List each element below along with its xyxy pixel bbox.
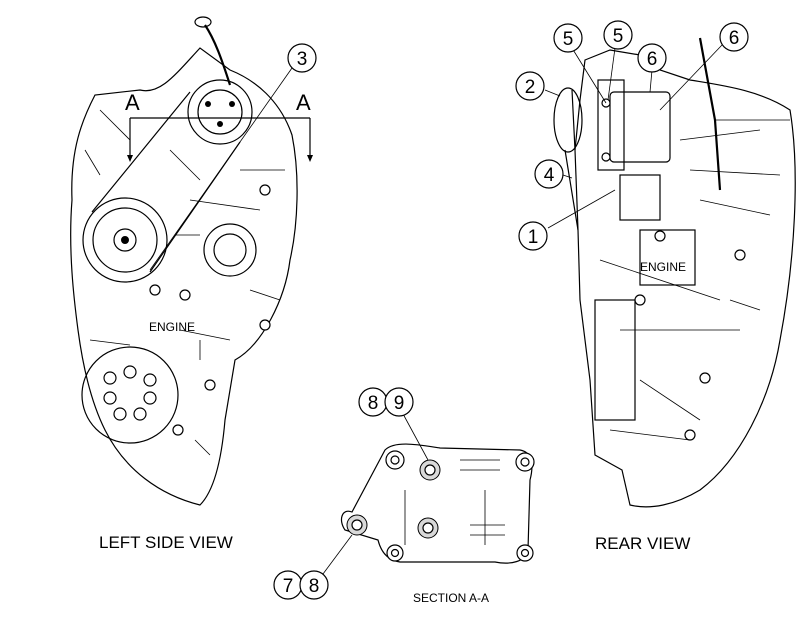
engine-label-rear: ENGINE xyxy=(640,260,686,274)
left-side-view-title: LEFT SIDE VIEW xyxy=(99,533,233,552)
left-detail-lines xyxy=(84,109,285,456)
rear-engine-outline xyxy=(574,49,796,508)
svg-text:6: 6 xyxy=(647,49,658,70)
rear-dipstick xyxy=(698,37,722,191)
rear-detail-lines xyxy=(599,119,790,441)
left-side-view: A A ENGINE LEFT SIDE VIEW xyxy=(70,16,313,552)
flywheel-housing xyxy=(81,346,179,444)
rear-block-c xyxy=(594,299,636,421)
svg-text:1: 1 xyxy=(528,227,539,248)
alternator-bolt-c xyxy=(217,121,223,127)
left-misc-bolts xyxy=(149,184,271,436)
engine-label-left: ENGINE xyxy=(149,320,195,334)
callout-5b: 5 xyxy=(603,20,633,50)
svg-text:3: 3 xyxy=(297,49,308,70)
svg-text:7: 7 xyxy=(283,576,294,597)
rear-belt xyxy=(564,89,579,231)
rear-block-a xyxy=(619,174,661,221)
svg-text:4: 4 xyxy=(544,165,555,186)
svg-text:8: 8 xyxy=(368,393,379,414)
drive-belt xyxy=(91,91,241,273)
leader-5a xyxy=(571,47,607,104)
flywheel-bolts xyxy=(103,365,157,421)
alternator-bolt-a xyxy=(205,101,211,107)
callout-9: 9 xyxy=(384,387,414,417)
leader-1 xyxy=(547,189,616,229)
leader-8-lower xyxy=(319,534,353,579)
left-engine-outline xyxy=(70,47,298,506)
leader-6b xyxy=(659,44,723,111)
callout-6a: 6 xyxy=(637,43,667,73)
bracket-holes xyxy=(346,450,535,562)
rear-block-b xyxy=(639,229,696,286)
crank-pulley-center xyxy=(121,236,129,244)
bracket-slots xyxy=(404,459,505,545)
rear-view-title: REAR VIEW xyxy=(595,534,690,553)
svg-text:2: 2 xyxy=(525,77,536,98)
rear-pulley xyxy=(553,87,583,153)
svg-text:5: 5 xyxy=(563,29,574,50)
section-mark-right: A xyxy=(296,90,311,115)
leader-5b xyxy=(607,47,616,101)
dipstick-tube xyxy=(204,24,232,86)
callout-5a: 5 xyxy=(553,23,583,53)
leader-6a xyxy=(649,69,653,93)
callout-3: 3 xyxy=(287,43,317,73)
rear-bolts xyxy=(601,98,746,441)
bracket-plate xyxy=(340,443,533,564)
callout-2: 2 xyxy=(515,71,545,101)
water-pump-inner xyxy=(213,233,247,267)
callout-4: 4 xyxy=(534,159,564,189)
callout-1: 1 xyxy=(518,221,548,251)
section-arrow-left-head xyxy=(127,155,133,162)
callout-8-upper: 8 xyxy=(358,387,388,417)
section-a-a: SECTION A-A xyxy=(319,411,535,605)
alternator-bolt-b xyxy=(229,101,235,107)
section-arrow-right-head xyxy=(307,155,313,162)
svg-text:8: 8 xyxy=(309,576,320,597)
section-a-a-title: SECTION A-A xyxy=(413,591,489,605)
callout-8-lower: 8 xyxy=(299,570,329,600)
svg-text:6: 6 xyxy=(729,28,740,49)
section-mark-left: A xyxy=(125,90,140,115)
leader-2 xyxy=(544,89,561,97)
alternator-left xyxy=(187,79,253,145)
crank-pulley-hub xyxy=(113,228,137,252)
leader-4 xyxy=(562,174,573,179)
callout-6b: 6 xyxy=(719,22,749,52)
crank-pulley-ring xyxy=(92,207,158,273)
svg-text:9: 9 xyxy=(394,393,405,414)
leader-9 xyxy=(401,411,429,461)
dipstick-handle xyxy=(194,16,212,28)
leader-3 xyxy=(149,67,293,271)
water-pump xyxy=(203,223,257,277)
crank-pulley xyxy=(82,197,168,283)
alternator-inner xyxy=(197,89,243,135)
compressor-body xyxy=(609,91,671,163)
rear-view: ENGINE REAR VIEW xyxy=(544,37,796,553)
callout-7: 7 xyxy=(273,570,303,600)
svg-text:5: 5 xyxy=(613,26,624,47)
